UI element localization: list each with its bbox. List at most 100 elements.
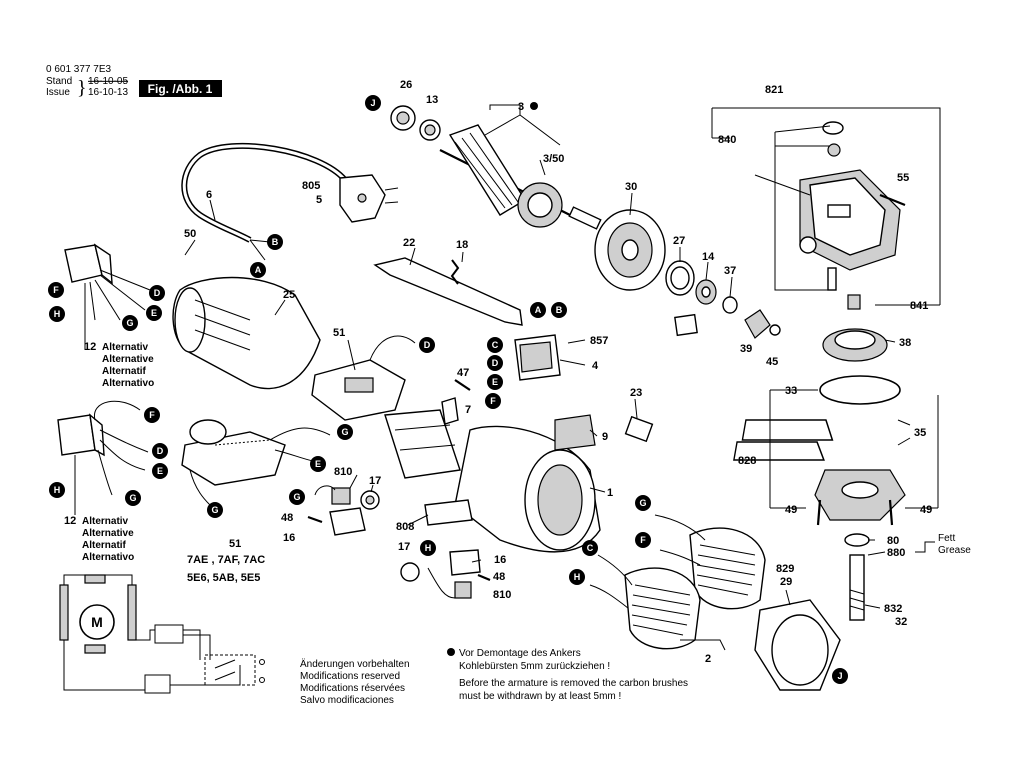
o-ring-33 — [819, 375, 901, 405]
part-17b: 17 — [398, 541, 410, 553]
svg-text:C: C — [587, 543, 594, 553]
svg-text:B: B — [556, 305, 563, 315]
bearing-26 — [390, 105, 416, 131]
part-33: 33 — [785, 385, 797, 397]
screws-49 — [816, 499, 894, 526]
alt1-number: 12 — [84, 341, 96, 353]
connector-F3: F — [485, 393, 501, 409]
connector-B2: B — [551, 302, 567, 318]
electronic-module-51a — [311, 335, 416, 421]
screw-55 — [879, 193, 906, 207]
svg-text:F: F — [490, 396, 496, 406]
label-sticker — [674, 313, 698, 337]
brush-spring-17a — [360, 490, 380, 510]
part-49a: 49 — [785, 504, 797, 516]
part-51b: 51 — [229, 538, 241, 550]
connector-F8: F — [635, 532, 651, 548]
connector-G1: G — [122, 315, 138, 331]
alt2-line-3: Alternativo — [82, 552, 134, 563]
armature-en-2: must be withdrawn by at least 5mm ! — [459, 691, 621, 702]
wiring-schematic: M — [59, 574, 265, 694]
part-26: 26 — [400, 79, 412, 91]
screw-48a — [307, 515, 323, 524]
doc-number: 0 601 377 7E3 — [46, 64, 111, 75]
connector-D1: D — [149, 285, 165, 301]
electronic-module-51b — [181, 419, 331, 506]
bearing-14 — [695, 279, 717, 305]
svg-text:G: G — [341, 427, 348, 437]
part-18: 18 — [456, 239, 468, 251]
grease-en: Grease — [938, 545, 971, 556]
issue-label: Issue — [46, 87, 70, 98]
connector-E4: E — [152, 463, 168, 479]
variant-codes: 7AE , 7AF, 7AC 5E6, 5AB, 5E5 — [187, 554, 265, 584]
changes-line-2: Modifications réservées — [300, 683, 405, 694]
svg-text:E: E — [492, 377, 498, 387]
stand-label: Stand — [46, 76, 72, 87]
cover-plate-9 — [554, 414, 596, 451]
part-2: 2 — [705, 653, 711, 665]
brush-box-16b — [449, 549, 481, 576]
svg-text:B: B — [272, 237, 279, 247]
part-832: 832 — [884, 603, 902, 615]
nut-45 — [769, 324, 781, 336]
switch-rod-22 — [373, 257, 523, 326]
part-7: 7 — [465, 404, 471, 416]
grease-de: Fett — [938, 533, 955, 544]
brush-box-16a — [329, 507, 366, 536]
armature-de-1: Vor Demontage des Ankers — [459, 648, 581, 659]
svg-text:C: C — [492, 340, 499, 350]
connector-A1: A — [250, 262, 266, 278]
alt1-line-3: Alternativo — [102, 378, 154, 389]
part-32: 32 — [895, 616, 907, 628]
brush-spring-17b — [400, 562, 420, 582]
svg-text:J: J — [837, 671, 842, 681]
connector-B1: B — [267, 234, 283, 250]
part-27: 27 — [673, 235, 685, 247]
motor-housing-1 — [454, 425, 601, 553]
svg-text:F: F — [53, 285, 59, 295]
part-49b: 49 — [920, 504, 932, 516]
alt2-number: 12 — [64, 515, 76, 527]
connector-A2: A — [530, 302, 546, 318]
bevel-gear-38 — [822, 328, 888, 362]
pinion-39 — [744, 309, 771, 339]
ring-27 — [665, 260, 695, 296]
svg-text:J: J — [370, 98, 375, 108]
switch-block-4 — [514, 334, 561, 381]
svg-text:H: H — [425, 543, 432, 553]
part-857: 857 — [590, 335, 608, 347]
svg-text:G: G — [126, 318, 133, 328]
connector-E3: E — [487, 374, 503, 390]
connector-G5: G — [337, 424, 353, 440]
svg-text:H: H — [54, 485, 61, 495]
motor-symbol: M — [91, 614, 103, 630]
marker-dot — [447, 648, 455, 656]
connector-G8: G — [635, 495, 651, 511]
part-840: 840 — [718, 134, 736, 146]
power-cable — [181, 142, 348, 261]
part-47: 47 — [457, 367, 469, 379]
bearing-13 — [419, 119, 441, 141]
brush-810b — [427, 567, 472, 599]
brush-holder-frame — [384, 409, 461, 479]
part-829: 829 — [776, 563, 794, 575]
part-6: 6 — [206, 189, 212, 201]
svg-text:D: D — [492, 358, 499, 368]
field-housing-25 — [172, 276, 321, 390]
connector-F4: F — [144, 407, 160, 423]
part-number-labels: 26 13 3 3/50 821 840 6 805 5 30 55 50 22… — [184, 79, 932, 665]
variant-line-1: 7AE , 7AF, 7AC — [187, 554, 265, 566]
connector-C8: C — [582, 540, 598, 556]
alt2-line-1: Alternative — [82, 528, 134, 539]
grease-note: Fett Grease — [938, 533, 971, 556]
connector-G4: G — [125, 490, 141, 506]
washer-37 — [722, 296, 738, 314]
switch-module-bottom — [57, 400, 149, 515]
spring-18 — [450, 259, 460, 285]
part-48a: 48 — [281, 512, 293, 524]
part-16a: 16 — [283, 532, 295, 544]
changes-line-3: Salvo modificaciones — [300, 695, 394, 706]
connector-J1: J — [365, 95, 381, 111]
part-821: 821 — [765, 84, 783, 96]
